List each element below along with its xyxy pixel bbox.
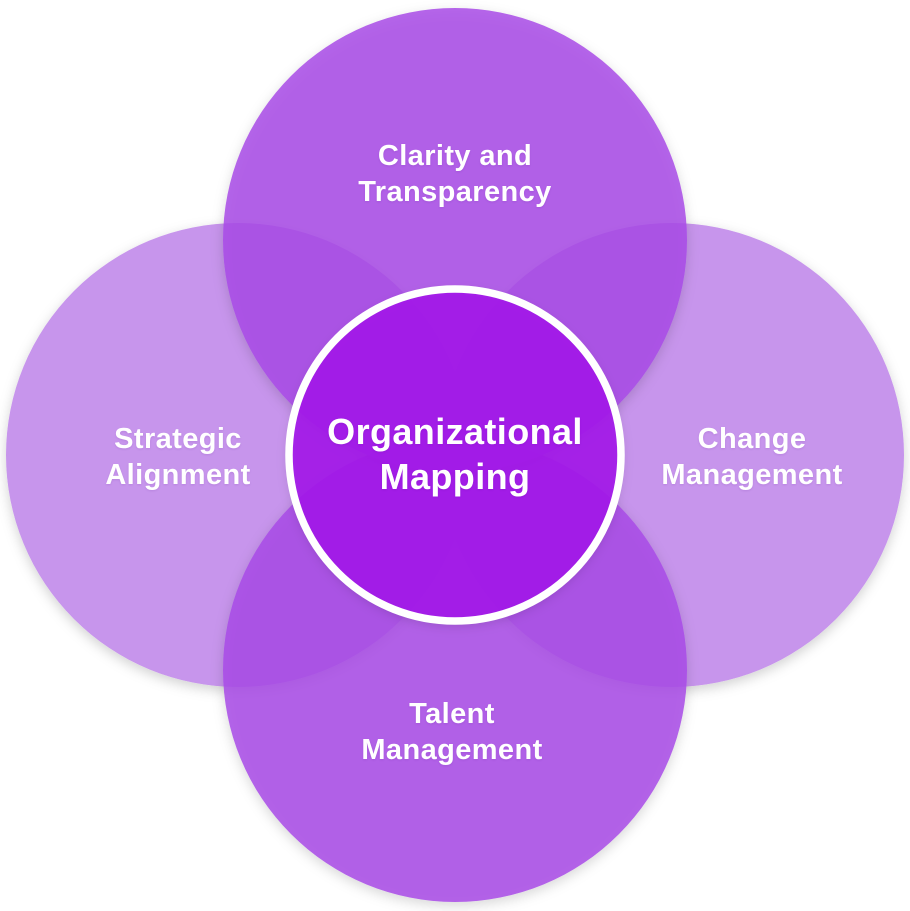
organizational-mapping-circle [289,289,621,621]
center-circle-ring [285,285,625,625]
